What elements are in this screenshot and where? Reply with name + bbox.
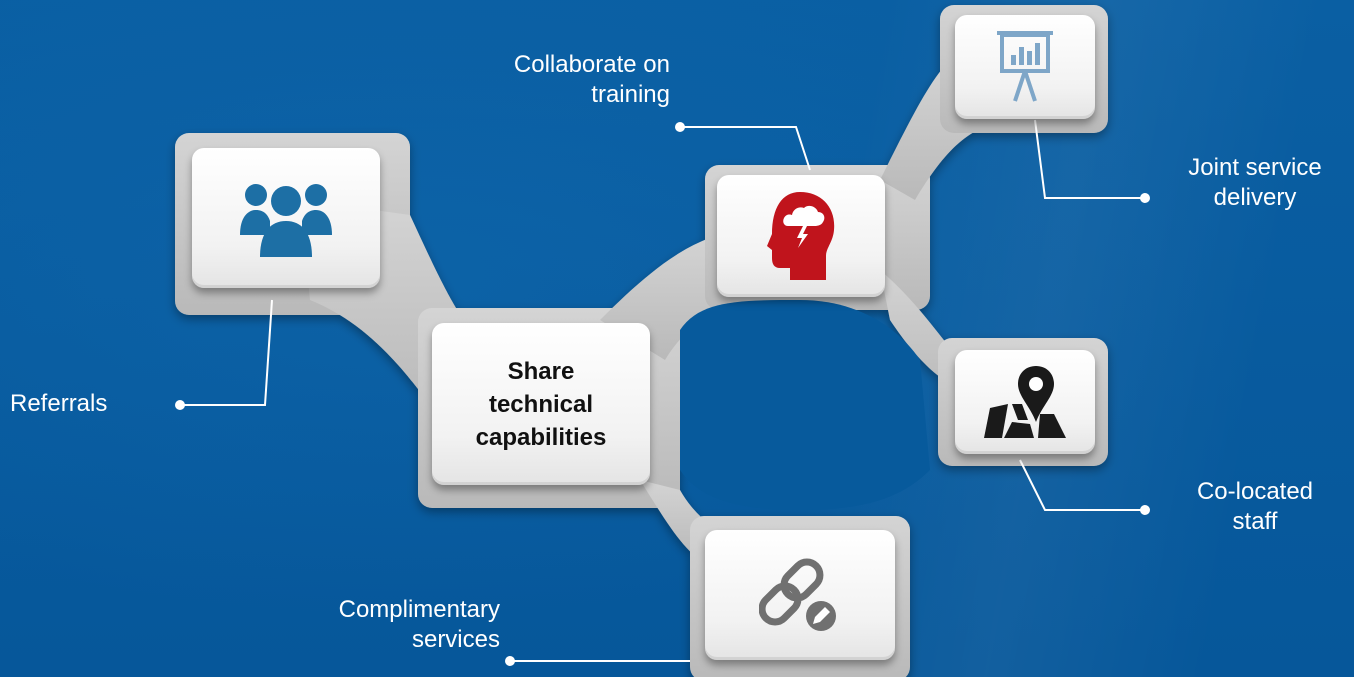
presentation-board-icon	[997, 31, 1053, 102]
label-referrals: Referrals	[10, 390, 108, 417]
label-colocated: Co-located staff	[1196, 478, 1314, 535]
people-group-icon	[240, 184, 332, 257]
head-brainstorm-icon	[767, 192, 835, 280]
tile-center: Share technical capabilities	[432, 323, 650, 485]
connector-dots	[175, 122, 1150, 666]
connector-training	[680, 126, 811, 171]
connector-referrals	[180, 299, 273, 406]
tile-colocated	[955, 350, 1095, 454]
label-joint: Joint service delivery	[1188, 154, 1322, 211]
connector-colocated	[1019, 459, 1145, 511]
tile-referrals	[192, 148, 380, 288]
center-label: Share technical capabilities	[475, 357, 607, 451]
label-training: Collaborate on training	[513, 51, 670, 108]
connector-lines	[180, 119, 1145, 662]
connector-joint	[1034, 119, 1145, 199]
tile-complimentary	[705, 530, 895, 660]
frame-hole	[680, 300, 930, 510]
chain-link-edit-icon	[759, 558, 836, 631]
map-location-pin-icon	[984, 366, 1066, 438]
label-complimentary: Complimentary services	[338, 596, 500, 653]
frame-connector-colocated	[880, 270, 1000, 400]
tile-training	[717, 175, 885, 297]
tile-joint	[955, 15, 1095, 119]
